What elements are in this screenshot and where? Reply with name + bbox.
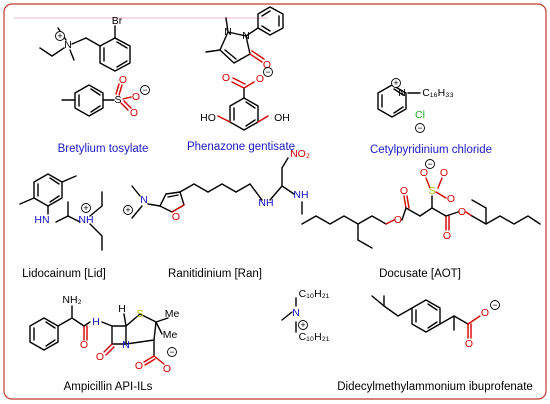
cetylpyridinium-cation (377, 84, 421, 118)
docusate-sulfur: S (428, 185, 435, 197)
ibuprofenate-carbonyl-oxygen: O (465, 338, 473, 350)
docusate-minus-charge (425, 159, 435, 169)
docusate-ester-oxygen-2: O (458, 206, 466, 218)
sulfonate-oxygen-3: O (447, 193, 455, 205)
lidocainum-cation (19, 173, 103, 251)
svg-text:+: + (57, 31, 62, 41)
svg-text:+: + (300, 320, 305, 330)
ampicillin-carboxylate-oxygen: O (163, 363, 171, 375)
svg-text:−: − (142, 85, 147, 95)
pyridinium-nitrogen: N (398, 87, 406, 99)
ampicillin-methyl-1: Me (165, 308, 180, 320)
phenazone-oxygen: O (263, 59, 271, 71)
bromine-atom: Br (112, 15, 123, 27)
ampicillin-methyl-2: Me (163, 329, 178, 341)
lidocainum-ammonium-nitrogen: NH (78, 214, 93, 226)
bretylium-plus-charge (55, 31, 65, 41)
caption-didecyl: Didecylmethylammonium ibuprofenate (337, 381, 533, 393)
ibuprofenate-carboxylate-oxygen: O (481, 307, 489, 319)
caption-cetyl: Cetylpyridinium chloride (370, 144, 492, 156)
lidocainum-amide-nitrogen: HN (34, 214, 49, 226)
phenazone-n1: N (224, 26, 232, 38)
bretylium-nitrogen: N (64, 39, 72, 51)
lidocainum-plus-charge (81, 203, 91, 213)
gentisate-carboxylate-oxygen: O (256, 73, 264, 85)
ibuprofenate-minus-charge (490, 300, 500, 310)
svg-text:−: − (492, 300, 497, 310)
gentisate-minus-charge (263, 67, 273, 77)
ranitidinium-nh-1: NH (258, 197, 273, 209)
caption-phenazone: Phenazone gentisate (187, 141, 295, 153)
svg-text:−: − (265, 67, 270, 77)
caption-lidocainum: Lidocainum [Lid] (22, 268, 106, 280)
caption-ranitidinium: Ranitidinium [Ran] (168, 268, 262, 280)
svg-text:+: + (83, 203, 88, 213)
furan-oxygen: O (172, 211, 180, 223)
svg-text:+: + (393, 78, 398, 88)
ranitidinium-dimethylamino-nitrogen: N (140, 194, 148, 206)
svg-text:−: − (417, 123, 422, 133)
bretylium-cation (39, 25, 131, 72)
ampicillin-lactam-nitrogen: N (122, 339, 130, 351)
ranitidinium-nh-2: NH (293, 189, 308, 201)
cetyl-chain: C₁₆H₃₃ (422, 87, 454, 99)
gentisate-carbonyl-oxygen: O (222, 72, 230, 84)
gentisate-hydroxyl-2: OH (274, 112, 290, 124)
ampicillin-carboxyl-oxygen: O (135, 360, 143, 372)
figure-frame (3, 3, 547, 400)
didecyl-plus-charge (298, 320, 308, 330)
cetyl-plus-charge (391, 78, 401, 88)
svg-text:−: − (169, 347, 174, 357)
decyl-chain-1: C₁₀H₂₁ (299, 288, 330, 300)
sulfonate-oxygen-2: O (440, 167, 448, 179)
ampicillin-amide-oxygen: O (80, 339, 88, 351)
tosylate-oxygen-2: O (130, 107, 138, 119)
svg-text:−: − (427, 159, 432, 169)
sulfonate-oxygen-1: O (420, 167, 428, 179)
caption-bretylium: Bretylium tosylate (58, 143, 149, 155)
decyl-chain-2: C₁₀H₂₁ (299, 331, 330, 343)
tosylate-oxygen-1: O (119, 74, 127, 86)
tosylate-minus-charge (140, 85, 150, 95)
ampicillin-sulfur: S (136, 308, 143, 320)
docusate-carbonyl-oxygen-2: O (443, 230, 451, 242)
ranitidinium-cation (131, 157, 303, 219)
chloride-minus-charge (415, 123, 425, 133)
phenazone-n2: N (242, 30, 250, 42)
docusate-anion (301, 177, 541, 249)
ampicillin-amine: NH₂ (62, 294, 81, 306)
gentisate-anion (217, 77, 269, 131)
tosylate-oxygen-3: O (132, 91, 140, 103)
tosylate-sulfur: S (114, 94, 121, 106)
ampicillin-anion (29, 305, 169, 366)
svg-text:+: + (125, 205, 130, 215)
caption-docusate: Docusate [AOT] (379, 268, 461, 280)
gentisate-hydroxyl-1: HO (200, 112, 216, 124)
ibuprofenate-anion (371, 295, 481, 339)
chloride-ion: Cl (415, 109, 425, 121)
caption-ampicillin: Ampicillin API-ILs (64, 381, 153, 393)
didecylmethylammonium-cation (281, 297, 297, 333)
nitro-group: NO₂ (290, 148, 310, 160)
didecyl-nitrogen: N (292, 307, 300, 319)
docusate-ester-oxygen-1: O (394, 214, 402, 226)
ampicillin-lactam-oxygen: O (96, 351, 104, 363)
ranitidinium-plus-charge (123, 205, 133, 215)
ampicillin-amide-nh: H (92, 316, 100, 328)
phenazone-cation (205, 6, 284, 64)
ampicillin-hydrogen: H (118, 303, 126, 315)
docusate-carbonyl-oxygen-1: O (400, 185, 408, 197)
tosylate-anion (61, 83, 132, 117)
ampicillin-minus-charge (167, 347, 177, 357)
